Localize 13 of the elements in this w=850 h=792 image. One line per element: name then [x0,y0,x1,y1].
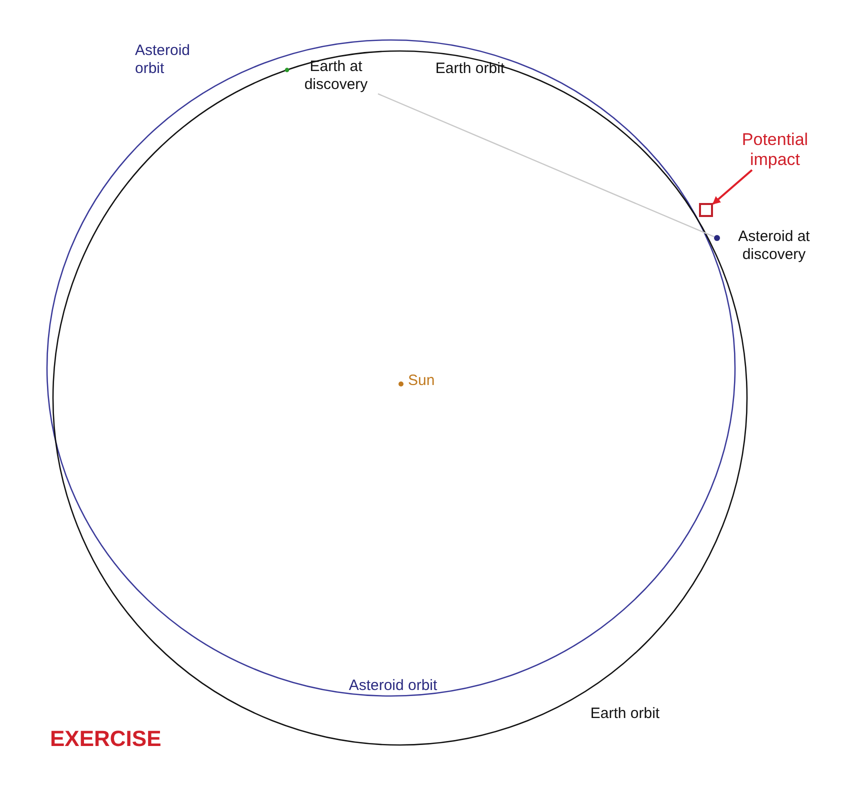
asteroid-label: Asteroid at discovery [737,228,811,264]
earth-label: Earth at discovery [294,58,378,94]
orbit-label: Asteroid orbit [135,42,192,78]
orbit-label: Asteroid orbit [348,677,438,695]
asteroid-dot [714,235,720,241]
orbit-label: Earth orbit [589,705,661,723]
impact-label: Potential impact [730,130,820,170]
sun-label: Sun [408,372,436,390]
exercise-heading: EXERCISE [50,726,162,752]
impact-marker-square [699,203,713,217]
arrow [712,169,753,205]
sight-line [378,93,714,238]
orbit-label: Earth orbit [434,60,506,78]
